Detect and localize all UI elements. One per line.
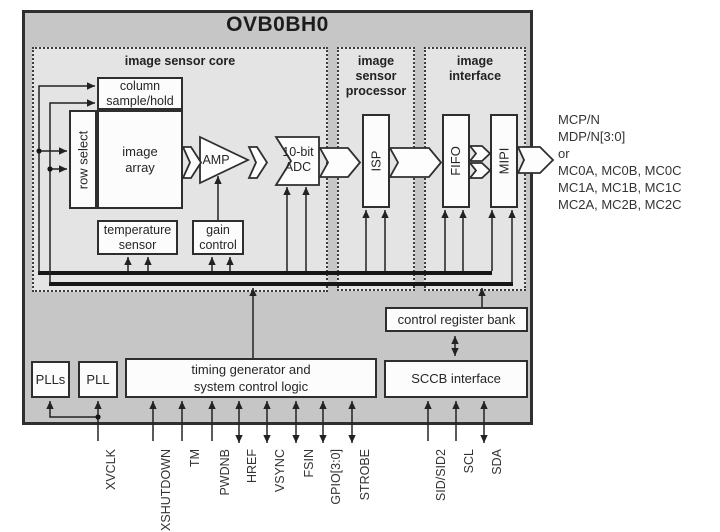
output-label: or xyxy=(558,146,570,161)
pin-label-vsync: VSYNC xyxy=(272,449,287,493)
output-label: MC0A, MC0B, MC0C xyxy=(558,163,682,178)
pin-label-sid: SID/SID2 xyxy=(433,449,448,502)
section-label-processor: image sensor processor xyxy=(345,54,407,98)
block-temperature-sensor: temperature sensor xyxy=(97,220,178,255)
section-label-core: image sensor core xyxy=(124,54,236,68)
block-column-sample-hold: column sample/hold xyxy=(97,77,183,110)
output-label: MDP/N[3:0] xyxy=(558,129,626,144)
block-row-select: row select xyxy=(69,110,97,209)
output-signal-list: MCP/N MDP/N[3:0] or MC0A, MC0B, MC0C MC1… xyxy=(558,111,718,213)
pin-label-sda: SDA xyxy=(489,449,504,475)
pin-label-tm: TM xyxy=(187,449,202,468)
pin-label-xvclk: XVCLK xyxy=(103,449,118,490)
block-image-array: image array xyxy=(97,110,183,209)
adc-label: 10-bit ADC xyxy=(282,145,314,174)
section-label-interface: image interface xyxy=(448,54,502,83)
output-label: MC1A, MC1B, MC1C xyxy=(558,180,682,195)
chip-title: OVB0BH0 xyxy=(226,13,329,36)
amp-label: AMP xyxy=(202,153,230,167)
pin-label-href: HREF xyxy=(244,449,259,484)
pin-label-gpio: GPIO[3:0] xyxy=(328,449,343,505)
block-gain-control: gain control xyxy=(192,220,244,255)
block-control-register-bank: control register bank xyxy=(385,307,528,332)
output-label: MC2A, MC2B, MC2C xyxy=(558,197,682,212)
pin-label-pwdnb: PWDNB xyxy=(217,449,232,496)
block-mipi: MIPI xyxy=(490,114,518,208)
pin-label-fsin: FSIN xyxy=(301,449,316,478)
block-sccb-interface: SCCB interface xyxy=(384,360,528,398)
block-plls: PLLs xyxy=(31,361,70,398)
block-pll: PLL xyxy=(78,361,118,398)
block-timing-generator: timing generator and system control logi… xyxy=(125,358,377,398)
pin-label-scl: SCL xyxy=(461,449,476,474)
block-fifo: FIFO xyxy=(442,114,470,208)
output-label: MCP/N xyxy=(558,112,600,127)
pin-label-xshutdown: XSHUTDOWN xyxy=(158,449,173,531)
pin-label-strobe: STROBE xyxy=(357,449,372,501)
block-isp: ISP xyxy=(362,114,390,208)
